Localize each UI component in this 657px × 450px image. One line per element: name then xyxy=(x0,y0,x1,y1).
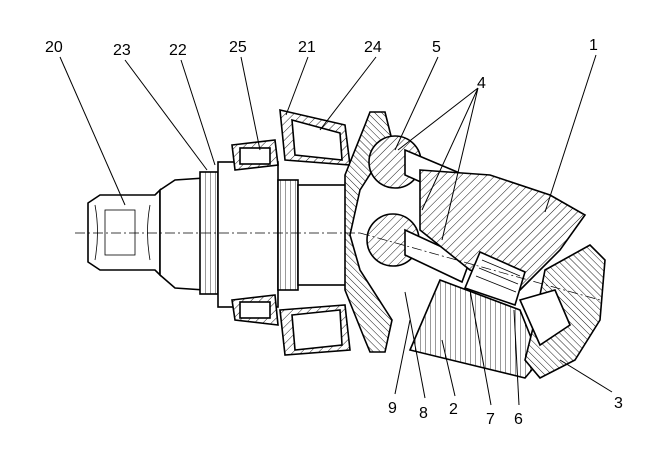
callout-24: 24 xyxy=(364,39,382,56)
swash-plate xyxy=(518,244,606,380)
shaft xyxy=(159,161,349,308)
callout-25: 25 xyxy=(229,39,247,56)
bearings xyxy=(231,108,351,356)
tilted-center-line xyxy=(359,232,601,301)
callout-3: 3 xyxy=(614,395,623,412)
callout-2: 2 xyxy=(449,401,458,418)
callout-23: 23 xyxy=(113,42,131,59)
callout-1: 1 xyxy=(589,37,598,54)
callout-8: 8 xyxy=(419,405,428,422)
callout-5: 5 xyxy=(432,39,441,56)
callout-22: 22 xyxy=(169,42,187,59)
leader-lines xyxy=(59,54,613,406)
callout-7: 7 xyxy=(486,411,495,428)
callout-6: 6 xyxy=(514,411,523,428)
callout-20: 20 xyxy=(45,39,63,56)
callout-4: 4 xyxy=(477,75,486,92)
callout-21: 21 xyxy=(298,39,316,56)
callout-9: 9 xyxy=(388,400,397,417)
